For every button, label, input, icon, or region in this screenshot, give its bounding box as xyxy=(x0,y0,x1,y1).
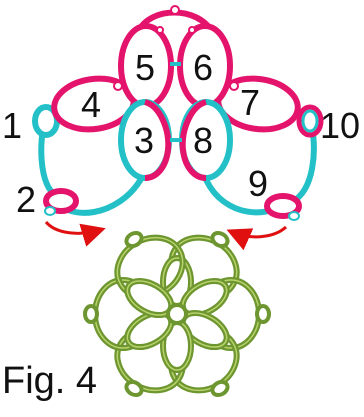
ring-2-picot xyxy=(44,206,56,216)
motif-picot xyxy=(83,304,99,324)
motif-picot xyxy=(255,304,271,324)
ring-9-picot xyxy=(288,211,300,221)
ring-3-magenta-half xyxy=(143,99,172,181)
label-8: 8 xyxy=(193,120,213,161)
motif-picot xyxy=(210,230,230,249)
figure-caption: Fig. 4 xyxy=(2,360,97,402)
ring-9 xyxy=(264,193,302,219)
ring-8-magenta-half xyxy=(179,99,208,181)
label-2: 2 xyxy=(16,179,36,220)
label-5: 5 xyxy=(135,47,155,88)
label-7: 7 xyxy=(240,82,260,123)
label-6: 6 xyxy=(193,47,213,88)
picot-6 xyxy=(188,26,196,34)
label-4: 4 xyxy=(81,84,101,125)
picot-5 xyxy=(156,26,164,34)
completed-motif xyxy=(83,230,271,398)
ring-labels: 1 2 3 4 5 6 7 8 9 10 xyxy=(2,47,360,220)
picot-7 xyxy=(229,81,239,91)
ring-10-inner xyxy=(301,109,319,133)
ring-2 xyxy=(43,188,79,214)
motif-picot xyxy=(210,379,230,398)
label-3: 3 xyxy=(134,120,154,161)
label-10: 10 xyxy=(320,105,360,146)
motif-center xyxy=(166,303,188,325)
arrow-icon xyxy=(226,225,288,251)
picot-4 xyxy=(113,81,123,91)
motif-picot xyxy=(124,230,144,249)
motif-picot xyxy=(124,379,144,398)
label-9: 9 xyxy=(248,163,268,204)
label-1: 1 xyxy=(2,105,22,146)
top-picot xyxy=(170,5,180,15)
arrow-icon xyxy=(44,220,106,247)
